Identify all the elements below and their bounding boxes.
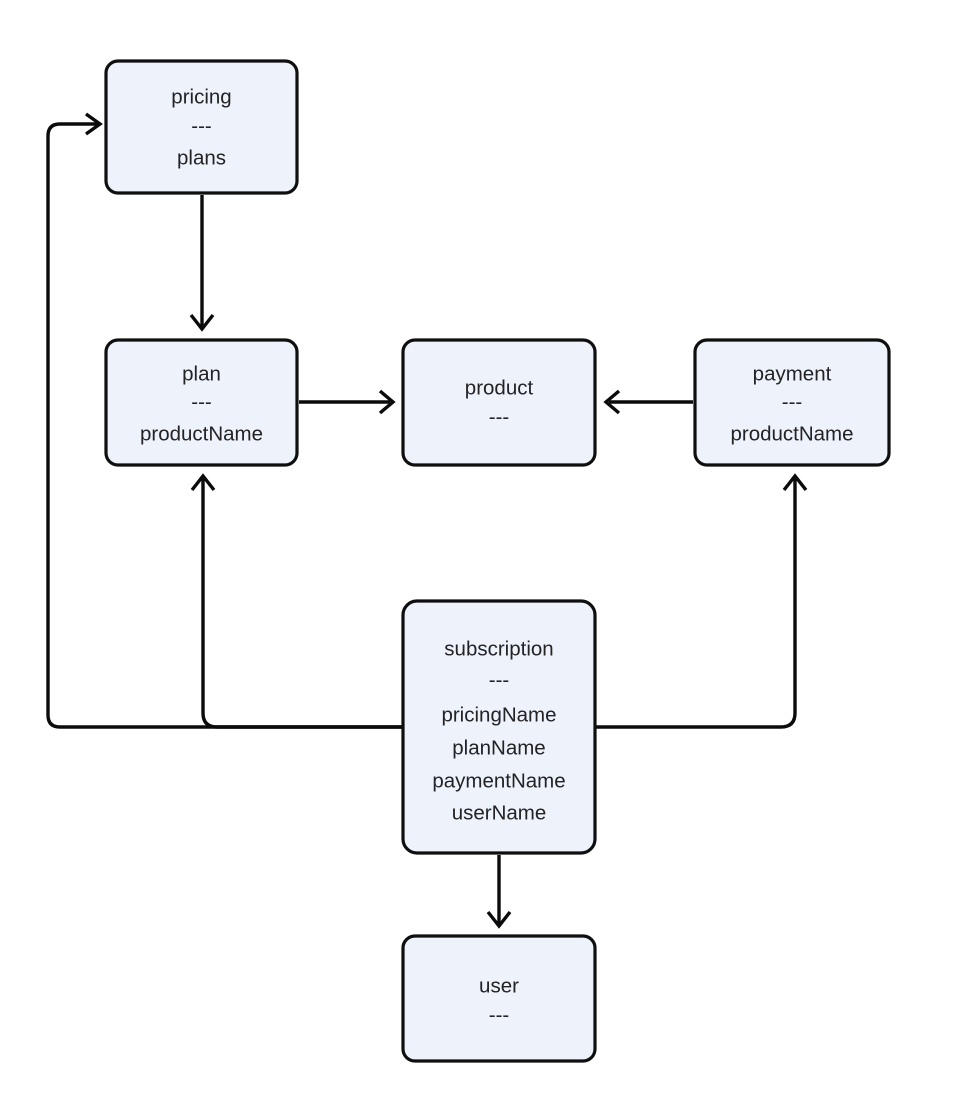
node-user-separator: --- (489, 1003, 509, 1026)
edge-pricing-to-plan (189, 195, 215, 332)
node-user[interactable]: user --- (401, 934, 597, 1063)
node-pricing-separator: --- (191, 114, 211, 137)
node-product[interactable]: product --- (401, 338, 597, 467)
edge-plan-to-product (299, 389, 396, 415)
node-product-shape[interactable] (401, 338, 597, 467)
node-payment-shape[interactable] (693, 338, 891, 467)
node-subscription-shape[interactable] (401, 599, 597, 855)
node-subscription-separator: --- (489, 668, 509, 691)
node-user-title: user (479, 974, 519, 997)
node-plan-shape[interactable] (104, 338, 299, 467)
node-pricing-field-plans: plans (177, 146, 226, 169)
node-subscription-field-planname: planName (452, 736, 545, 759)
node-subscription-field-pricingname: pricingName (441, 703, 556, 726)
node-plan[interactable]: plan --- productName (104, 338, 299, 467)
node-payment-separator: --- (782, 390, 802, 413)
edge-subscription-to-payment (595, 473, 808, 729)
node-subscription-field-username: userName (452, 801, 547, 824)
node-subscription-title: subscription (444, 637, 553, 660)
node-subscription[interactable]: subscription --- pricingName planName pa… (401, 599, 597, 855)
node-pricing[interactable]: pricing --- plans (104, 59, 299, 195)
node-user-shape[interactable] (401, 934, 597, 1063)
node-payment-field-productname: productName (730, 422, 853, 445)
node-payment[interactable]: payment --- productName (693, 338, 891, 467)
node-product-separator: --- (489, 405, 509, 428)
node-plan-field-productname: productName (140, 422, 263, 445)
edge-payment-to-product (603, 389, 693, 415)
node-plan-separator: --- (191, 390, 211, 413)
node-product-title: product (465, 376, 534, 399)
edge-layer (46, 112, 808, 929)
node-subscription-field-paymentname: paymentName (432, 769, 565, 792)
edge-subscription-to-pricing (46, 112, 403, 729)
edge-subscription-to-user (486, 855, 512, 929)
node-pricing-title: pricing (171, 85, 231, 108)
node-payment-title: payment (753, 362, 832, 385)
node-plan-title: plan (182, 362, 221, 385)
edge-subscription-to-plan (190, 473, 403, 729)
node-pricing-shape[interactable] (104, 59, 299, 195)
